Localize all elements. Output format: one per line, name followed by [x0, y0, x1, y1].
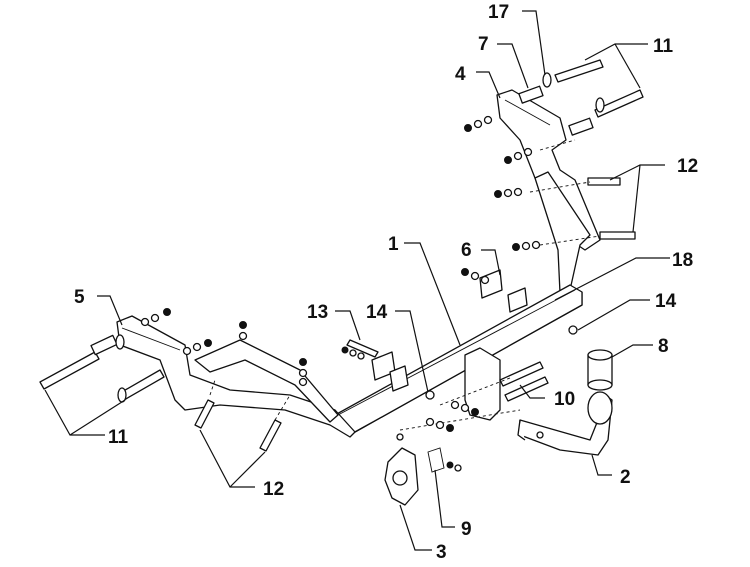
callout-11-left: 11	[108, 427, 129, 448]
callout-4: 4	[455, 64, 466, 85]
tow-ball-assembly	[399, 347, 613, 456]
callout-11-top: 11	[653, 36, 674, 57]
callout-9: 9	[461, 519, 472, 540]
socket-plate	[384, 400, 479, 506]
leader-lines	[44, 10, 670, 551]
callout-5: 5	[74, 287, 85, 308]
callout-10: 10	[554, 389, 575, 410]
callout-14-centre: 14	[366, 302, 388, 323]
callout-18: 18	[672, 250, 693, 271]
callout-13: 13	[307, 302, 328, 323]
callout-6: 6	[461, 240, 472, 261]
nuts-upper-right	[464, 115, 541, 251]
callout-17: 17	[488, 2, 509, 23]
left-side-member	[116, 315, 356, 438]
callout-12-right: 12	[677, 156, 698, 177]
callout-3: 3	[436, 542, 447, 563]
callout-14-right: 14	[655, 291, 677, 312]
callout-7: 7	[478, 34, 489, 55]
callouts: 17 7 11 4 12 1 6 18 5 13 14 14 8 10 11 2…	[74, 2, 698, 563]
left-hardware	[39, 308, 308, 452]
callout-12-left: 12	[263, 479, 284, 500]
callout-1: 1	[388, 234, 399, 255]
centre-brackets	[341, 268, 578, 400]
right-side-bracket	[464, 59, 644, 294]
callout-8: 8	[658, 336, 669, 357]
callout-2: 2	[620, 467, 631, 488]
